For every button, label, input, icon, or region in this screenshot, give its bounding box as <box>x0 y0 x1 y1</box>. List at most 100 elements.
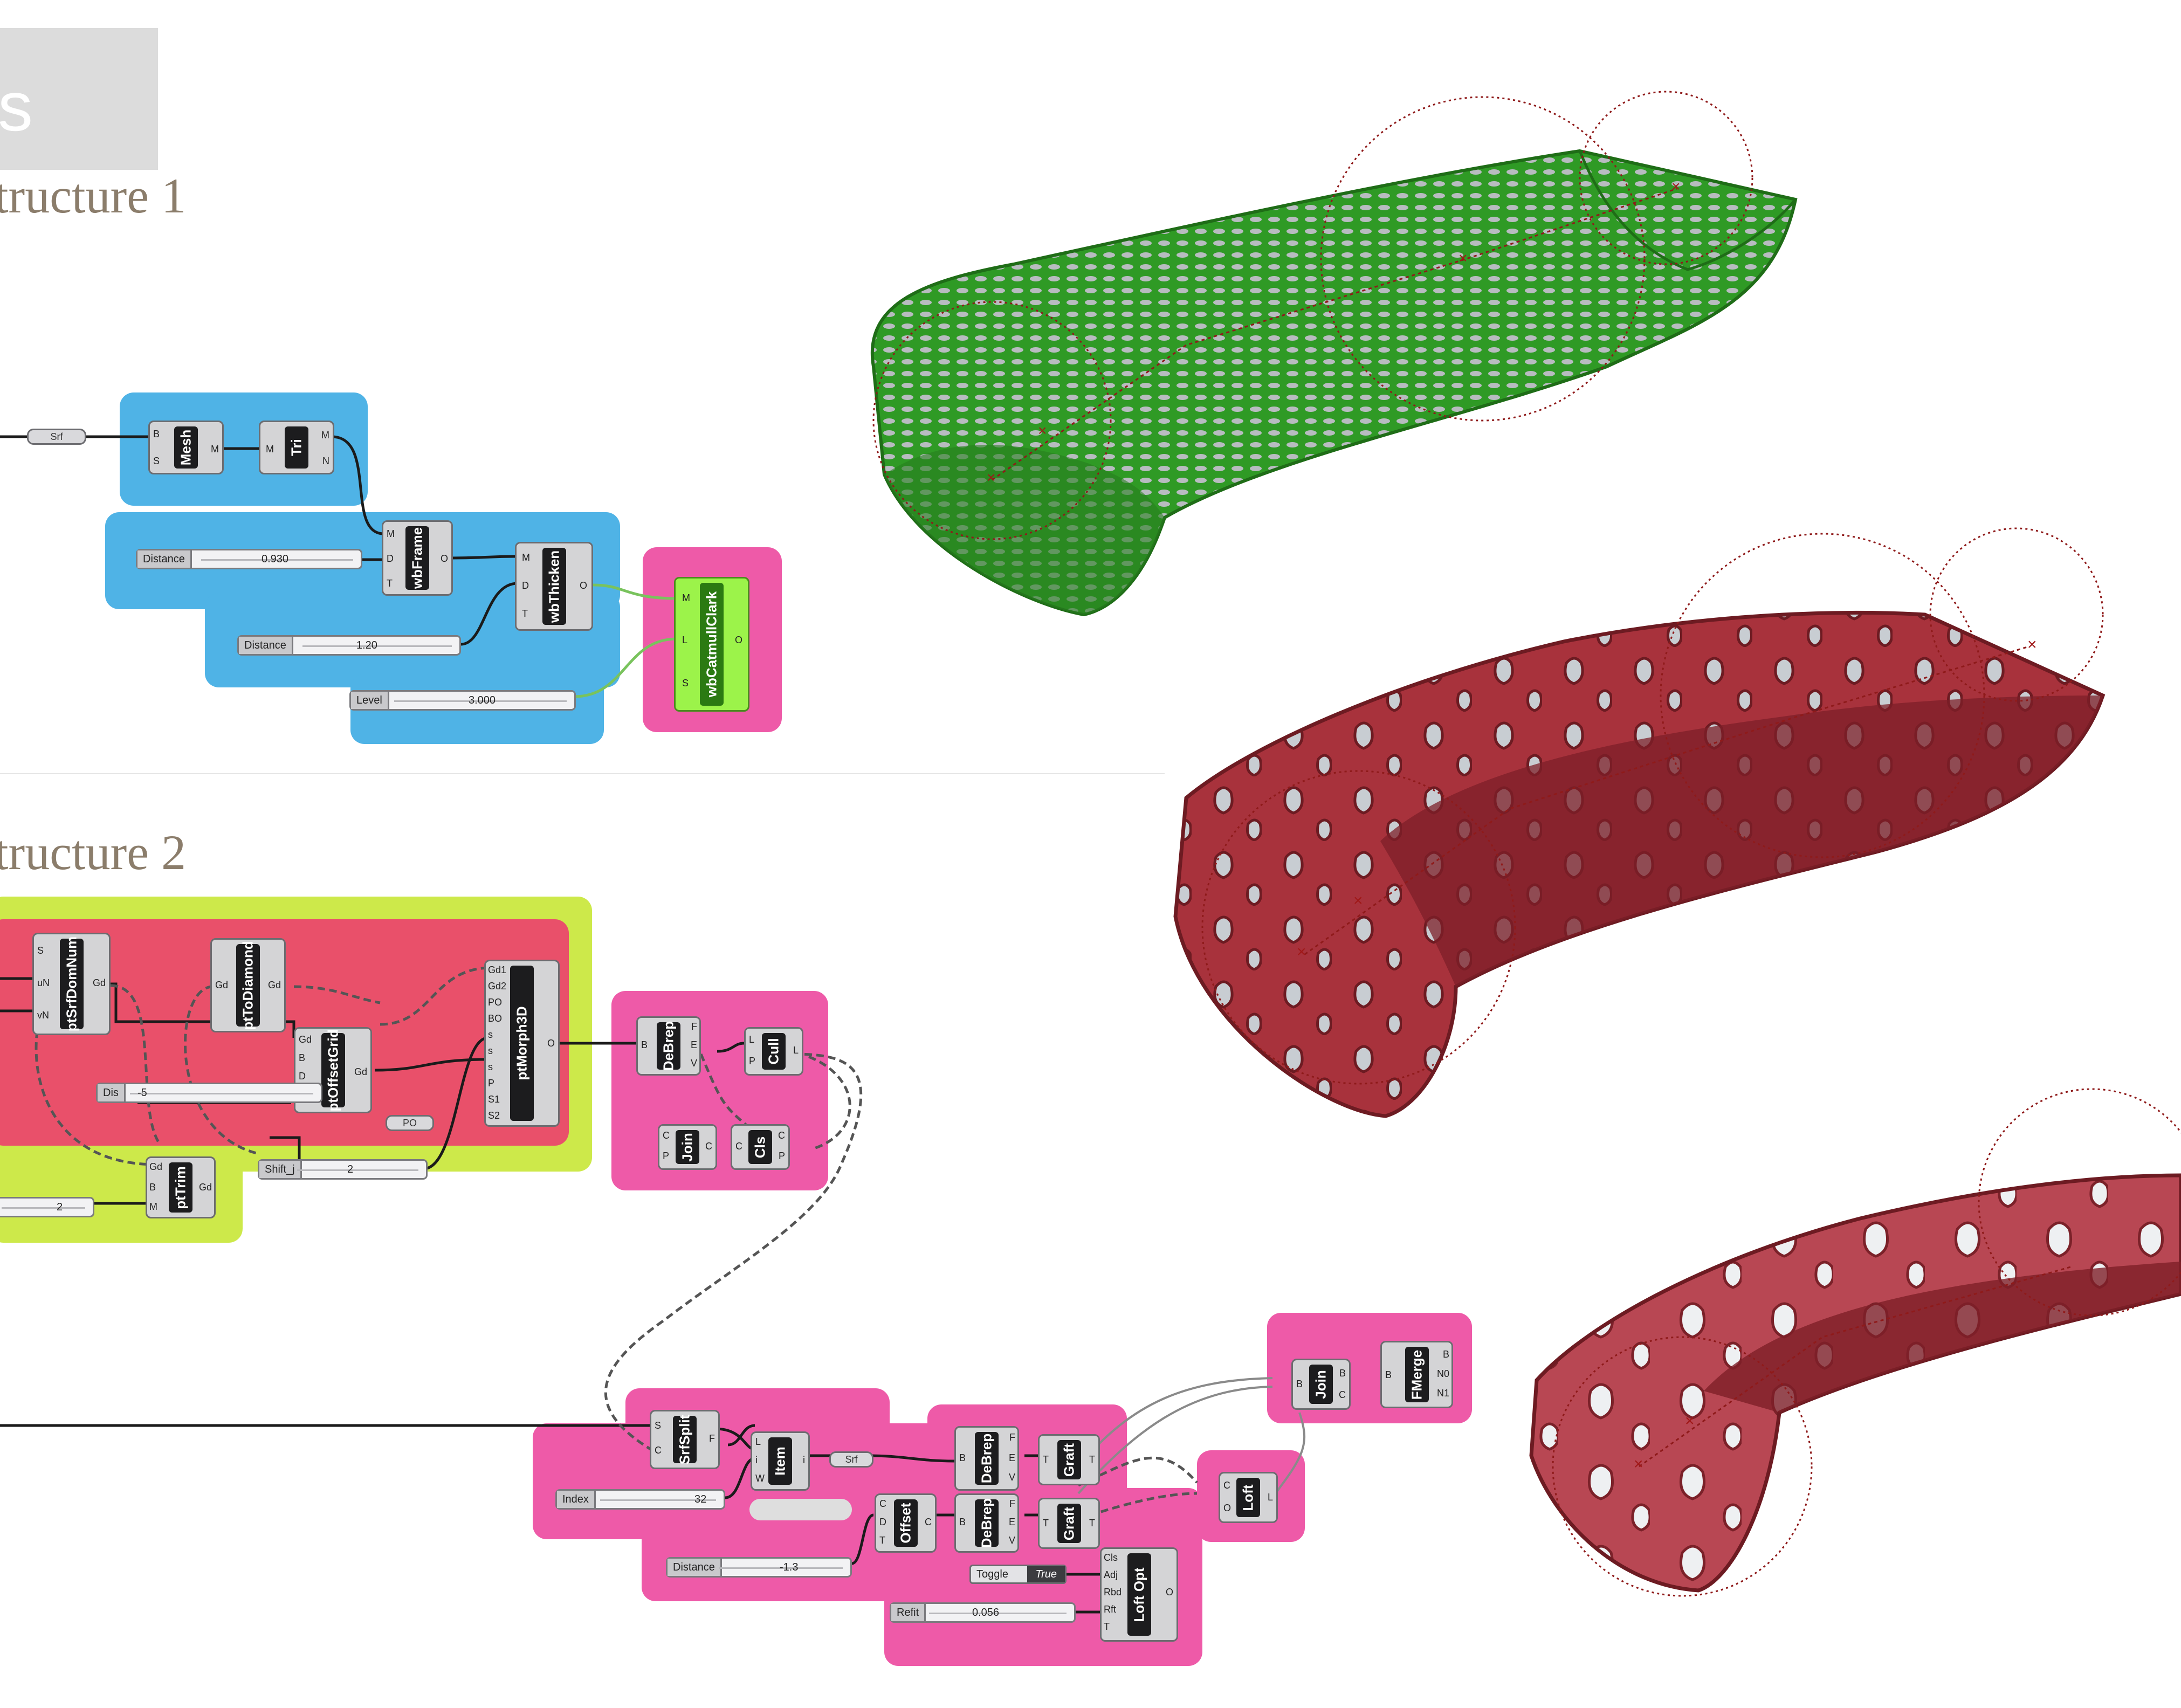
port: D <box>299 1071 306 1082</box>
port: C <box>705 1141 712 1152</box>
port: B <box>153 429 160 439</box>
debrep-component-3[interactable]: DeBrep B F E V <box>954 1493 1019 1553</box>
scribble-mark <box>749 1499 852 1520</box>
toggle-true[interactable]: Toggle True <box>969 1565 1067 1584</box>
pttodiamond-name: ptToDiamond <box>239 940 256 1030</box>
ptoffsetgrid-component[interactable]: ptOffsetGrid Gd B D WD Gd <box>294 1027 372 1113</box>
ptmorph3d-component[interactable]: ptMorph3D Gd1 Gd2 PO BO s s s P S1 S2 O <box>484 960 560 1127</box>
svg-text:×: × <box>1038 422 1047 439</box>
fmerge-component[interactable]: FMerge B B N0 N1 <box>1380 1341 1453 1408</box>
port: M <box>266 444 274 454</box>
port: C <box>1223 1480 1230 1491</box>
po-param[interactable]: PO <box>386 1115 434 1131</box>
distance-slider-3[interactable]: Distance -1.3 <box>666 1557 852 1578</box>
port: M <box>321 430 329 440</box>
join-name: Join <box>679 1132 696 1162</box>
graft-component-2[interactable]: Graft T T <box>1038 1498 1100 1549</box>
shift-slider[interactable]: Shift_j 2 <box>258 1159 428 1180</box>
slider-value: 1.20 <box>356 639 377 651</box>
port: L <box>793 1045 799 1056</box>
wbcatmullclark-component[interactable]: wbCatmullClark M L S O <box>674 577 749 712</box>
wbframe-component[interactable]: wbFrame M D T O <box>382 520 453 596</box>
srf-param-2[interactable]: Srf <box>829 1451 873 1468</box>
port: s <box>488 1029 493 1040</box>
srfsplit-component[interactable]: SrfSplit S C F <box>650 1410 720 1469</box>
port: BO <box>488 1013 503 1024</box>
level-slider[interactable]: Level 3.000 <box>349 690 576 711</box>
port: T <box>1089 1454 1095 1465</box>
srfsplit-name: SrfSplit <box>676 1414 693 1465</box>
distance-slider-2[interactable]: Distance 1.20 <box>237 635 461 656</box>
port: B <box>149 1182 156 1193</box>
port: E <box>1008 1452 1015 1463</box>
wbthicken-name: wbThicken <box>546 550 562 623</box>
port: Gd <box>299 1034 312 1045</box>
wbthicken-component[interactable]: wbThicken M D T O <box>515 542 593 631</box>
slider-label: Distance <box>239 637 293 654</box>
port: V <box>690 1058 697 1069</box>
port: P <box>488 1078 495 1089</box>
port: Gd1 <box>488 965 507 975</box>
debrep-component-1[interactable]: DeBrep B F E V <box>636 1016 701 1076</box>
port: L <box>755 1436 761 1447</box>
ptoffsetgrid-name: ptOffsetGrid <box>325 1029 341 1112</box>
join-component-2[interactable]: Join B B C <box>1291 1359 1351 1410</box>
port: S1 <box>488 1094 500 1105</box>
pttodiamond-component[interactable]: ptToDiamond Gd Gd <box>210 938 286 1032</box>
port: P <box>749 1056 756 1066</box>
port: Rft <box>1104 1604 1117 1615</box>
join-component-1[interactable]: Join C P C <box>658 1124 717 1170</box>
ptsrfdomnum-component[interactable]: ptSrfDomNum S uN vN Gd <box>32 933 111 1035</box>
port: M <box>387 528 395 539</box>
loftopt-component[interactable]: Loft Opt Cls Adj Rbd Rft T O <box>1100 1547 1178 1642</box>
port: O <box>734 635 742 645</box>
svg-text:×: × <box>1685 1412 1695 1430</box>
cull-name: Cull <box>765 1038 782 1065</box>
port: s <box>488 1062 493 1072</box>
item-component[interactable]: Item L i W i <box>751 1431 810 1491</box>
port: F <box>709 1433 715 1444</box>
tri-component[interactable]: Tri M M N <box>259 421 334 474</box>
srf-param[interactable]: Srf <box>27 429 86 445</box>
wbframe-name: wbFrame <box>409 527 425 589</box>
loft-component[interactable]: Loft C O L <box>1219 1472 1278 1523</box>
port: T <box>879 1535 885 1546</box>
port: vN <box>37 1010 49 1021</box>
port: N0 <box>1436 1368 1449 1379</box>
port: F <box>1009 1498 1015 1509</box>
slider-label: Distance <box>668 1559 722 1576</box>
port: T <box>387 578 393 589</box>
slider-value: 2 <box>57 1201 63 1213</box>
refit-slider[interactable]: Refit 0.056 <box>890 1602 1076 1623</box>
cls-component[interactable]: Cls C C P <box>731 1124 790 1170</box>
debrep-name: DeBrep <box>660 1021 677 1071</box>
graft-component-1[interactable]: Graft T T <box>1038 1434 1100 1485</box>
port: i <box>755 1455 758 1465</box>
port: E <box>690 1039 697 1050</box>
port: uN <box>37 977 50 988</box>
port: i <box>803 1455 805 1465</box>
svg-text:×: × <box>2027 636 2037 653</box>
debrep-component-2[interactable]: DeBrep B F E V <box>954 1426 1019 1491</box>
port: C <box>735 1141 742 1152</box>
offset-component[interactable]: Offset C D T C <box>875 1493 937 1553</box>
left-slider[interactable]: 2 <box>0 1197 94 1217</box>
slider-value: -1.3 <box>780 1561 799 1573</box>
mesh-component[interactable]: Mesh B S M <box>148 421 224 474</box>
svg-text:×: × <box>1353 892 1363 910</box>
slider-value: 32 <box>694 1493 707 1505</box>
cull-component[interactable]: Cull L P L <box>744 1027 803 1076</box>
header-box-text: s <box>0 67 33 146</box>
port: O <box>1223 1503 1231 1513</box>
index-slider[interactable]: Index 32 <box>555 1489 725 1510</box>
distance-slider-1[interactable]: Distance 0.930 <box>136 549 362 569</box>
port: T <box>522 608 528 619</box>
svg-text:×: × <box>987 469 995 486</box>
pttrim-component[interactable]: ptTrim Gd B M Gd <box>146 1156 216 1218</box>
port: B <box>641 1039 648 1050</box>
dis-slider[interactable]: Dis -5 <box>96 1083 322 1103</box>
graft-name: Graft <box>1061 1443 1077 1477</box>
green-model: × × × × <box>871 91 1798 617</box>
